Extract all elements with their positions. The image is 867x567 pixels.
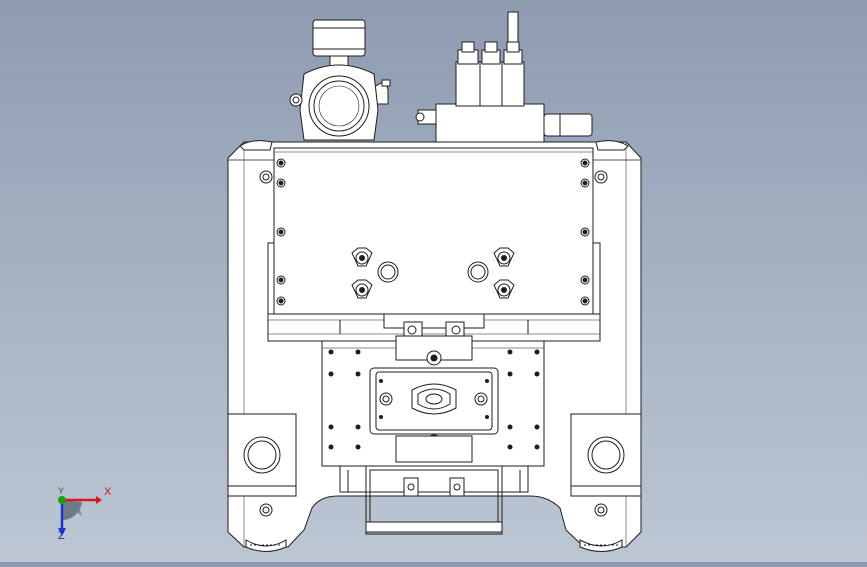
y-axis-label: Y	[58, 486, 65, 496]
wheel-top-left	[239, 140, 273, 151]
hex-fitting	[351, 247, 373, 267]
axis-triad-icon	[58, 496, 102, 536]
wheel-bottom-right	[579, 539, 623, 552]
side-block-left	[227, 413, 297, 497]
side-block-right	[570, 413, 642, 497]
wheel-bottom-left	[245, 539, 287, 552]
manifold-block	[267, 147, 601, 342]
coordinate-triad: X Y Z	[40, 478, 120, 548]
regulator-valve	[289, 64, 391, 141]
x-axis-label: X	[104, 486, 112, 498]
wheel-top-right	[595, 140, 629, 151]
z-axis-label: Z	[58, 530, 65, 542]
pressure-gauge	[312, 19, 366, 67]
lower-handle	[339, 465, 529, 535]
center-actuator-plate	[321, 335, 545, 467]
solenoid-valve-stack	[415, 11, 593, 143]
